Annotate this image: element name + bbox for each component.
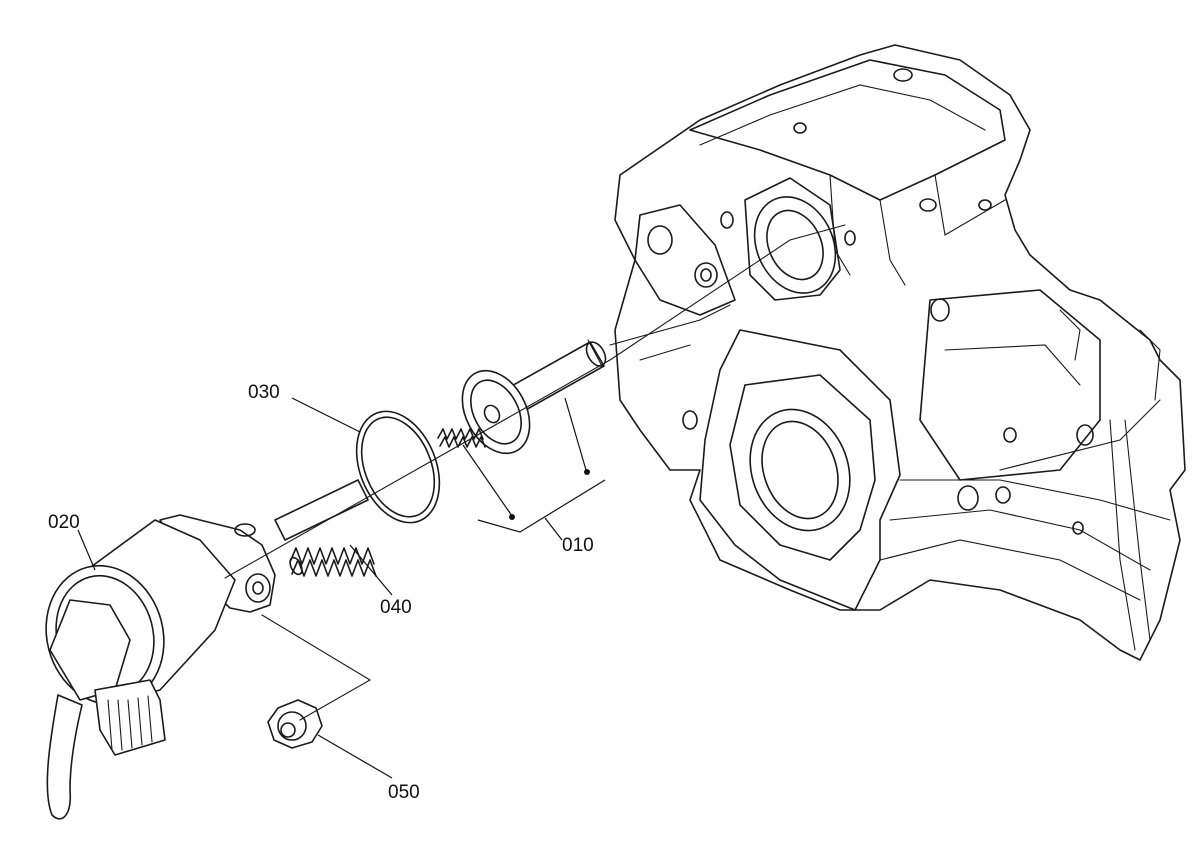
- callout-050-group: 050: [317, 734, 420, 803]
- callout-050: 050: [388, 782, 420, 803]
- engine-block: [614, 44, 1186, 661]
- callout-020: 020: [48, 512, 80, 533]
- assembly-axis-lines: [224, 224, 846, 721]
- part-020-solenoid: [45, 514, 276, 820]
- callout-030: 030: [248, 382, 280, 403]
- part-010-plunger: [437, 339, 607, 455]
- part-050-nut: [267, 699, 323, 749]
- callout-040-group: 040: [349, 544, 412, 618]
- callout-040: 040: [380, 597, 412, 618]
- callout-010-group: 010: [462, 397, 606, 556]
- callout-010: 010: [562, 535, 594, 556]
- part-040-spring: [274, 479, 377, 577]
- callout-030-group: 030: [248, 382, 361, 433]
- part-030-o-ring: [355, 410, 441, 524]
- callout-020-group: 020: [48, 512, 96, 571]
